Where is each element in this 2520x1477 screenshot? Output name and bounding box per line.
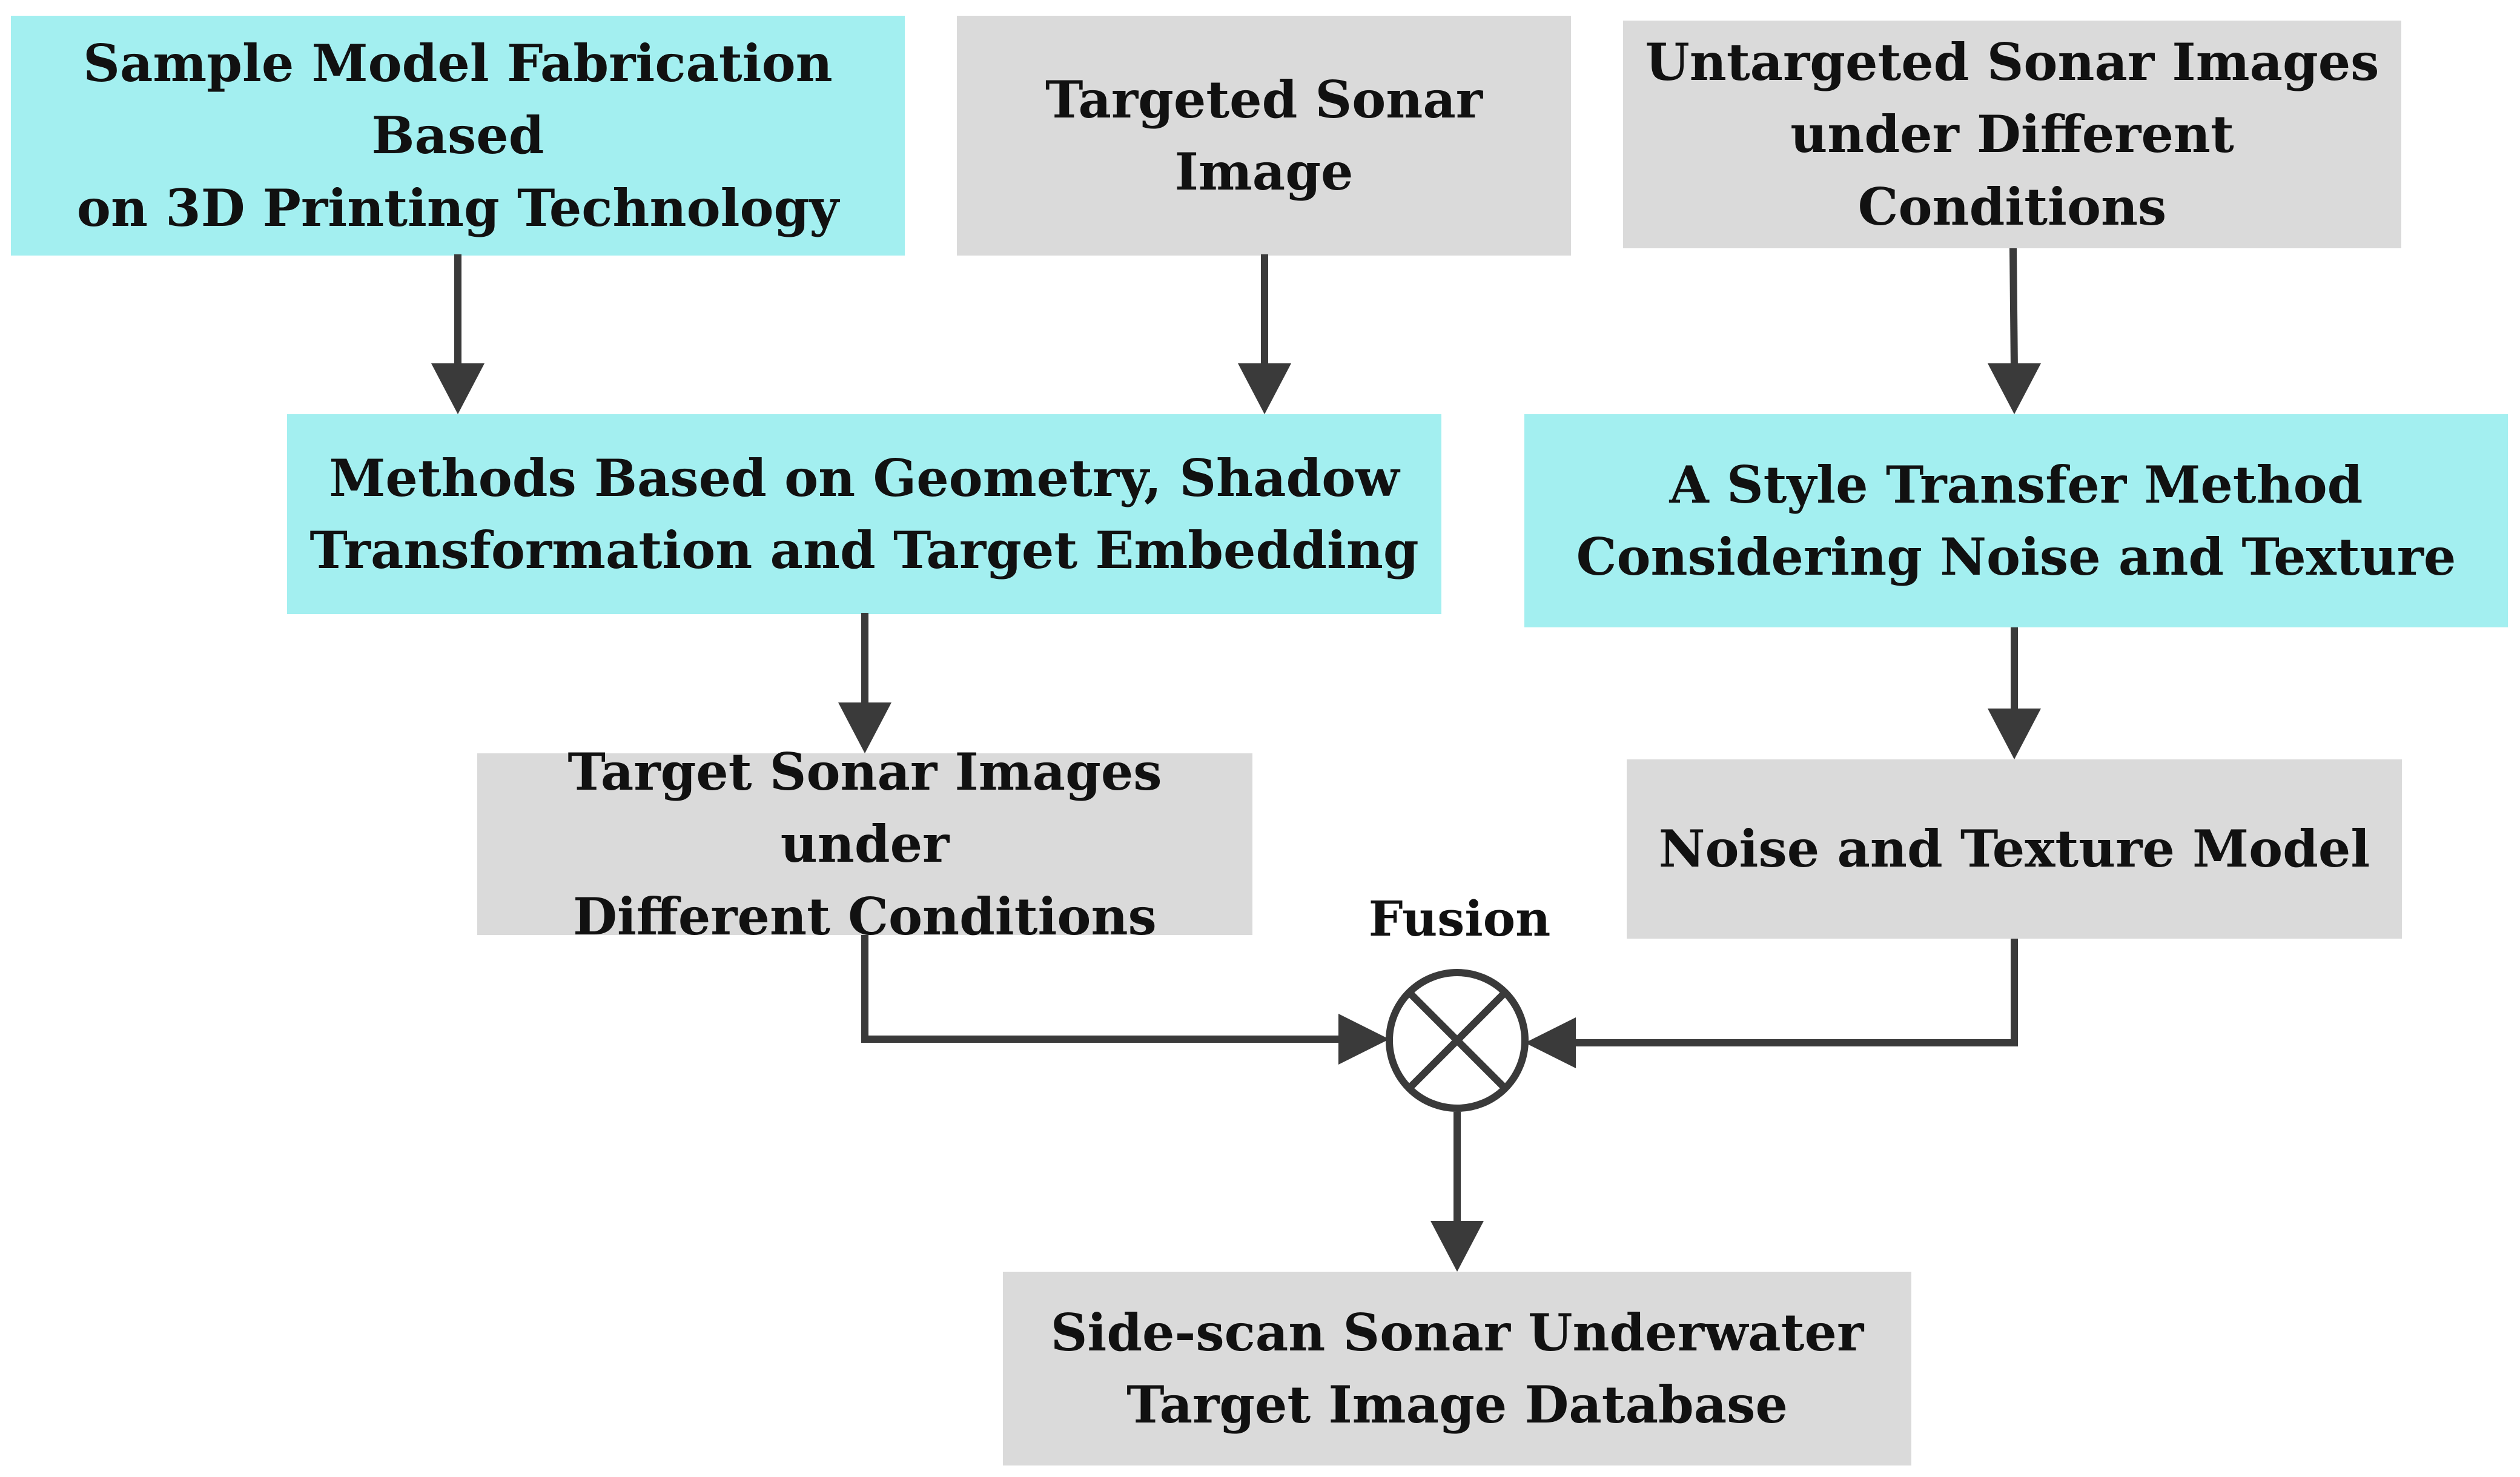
node-geometry-shadow-methods: Methods Based on Geometry, Shadow Transf… (287, 414, 1441, 614)
node-sonar-image-database: Side-scan Sonar Underwater Target Image … (1003, 1272, 1911, 1465)
node-sample-model-fabrication-label: Sample Model Fabrication Based on 3D Pri… (76, 33, 839, 238)
node-target-sonar-conditions: Target Sonar Images under Different Cond… (477, 742, 1252, 947)
fusion-label: Fusion (1368, 890, 1551, 947)
arrowhead-style-to-noise (1988, 709, 2041, 759)
node-target-sonar-conditions-label: Target Sonar Images under Different Cond… (567, 742, 1162, 947)
node-targeted-sonar-image-label: Targeted Sonar Image (1045, 69, 1483, 202)
node-targeted-sonar-image: Targeted Sonar Image (957, 16, 1571, 256)
node-noise-texture-model-label: Noise and Texture Model (1658, 819, 2370, 879)
arrowhead-targeted-to-methods (1238, 363, 1291, 414)
node-style-transfer-method-label: A Style Transfer Method Considering Nois… (1576, 454, 2456, 587)
node-untargeted-sonar-images-label: Untargeted Sonar Images under Different … (1645, 32, 2379, 237)
arrowhead-fusion-to-database (1430, 1221, 1484, 1272)
arrowhead-sample-to-methods (431, 363, 484, 414)
node-style-transfer-method: A Style Transfer Method Considering Nois… (1524, 414, 2508, 627)
node-sample-model-fabrication: Sample Model Fabrication Based on 3D Pri… (11, 16, 905, 256)
node-untargeted-sonar-images: Untargeted Sonar Images under Different … (1623, 21, 2401, 248)
arrowhead-conditions-to-fusion (1338, 1014, 1389, 1065)
arrowhead-methods-to-conditions (838, 702, 891, 753)
circle-times-icon (1386, 969, 1529, 1112)
node-sonar-image-database-label: Side-scan Sonar Underwater Target Image … (1050, 1302, 1864, 1435)
line-conditions-to-fusion (861, 935, 1344, 1043)
arrowhead-noise-to-fusion (1525, 1017, 1576, 1068)
arrowhead-untargeted-to-style (1988, 363, 2041, 414)
line-noise-to-fusion (1570, 939, 2018, 1046)
arrow-untargeted-to-style (2009, 248, 2018, 370)
node-noise-texture-model: Noise and Texture Model (1627, 759, 2402, 939)
node-geometry-shadow-methods-label: Methods Based on Geometry, Shadow Transf… (309, 448, 1419, 580)
